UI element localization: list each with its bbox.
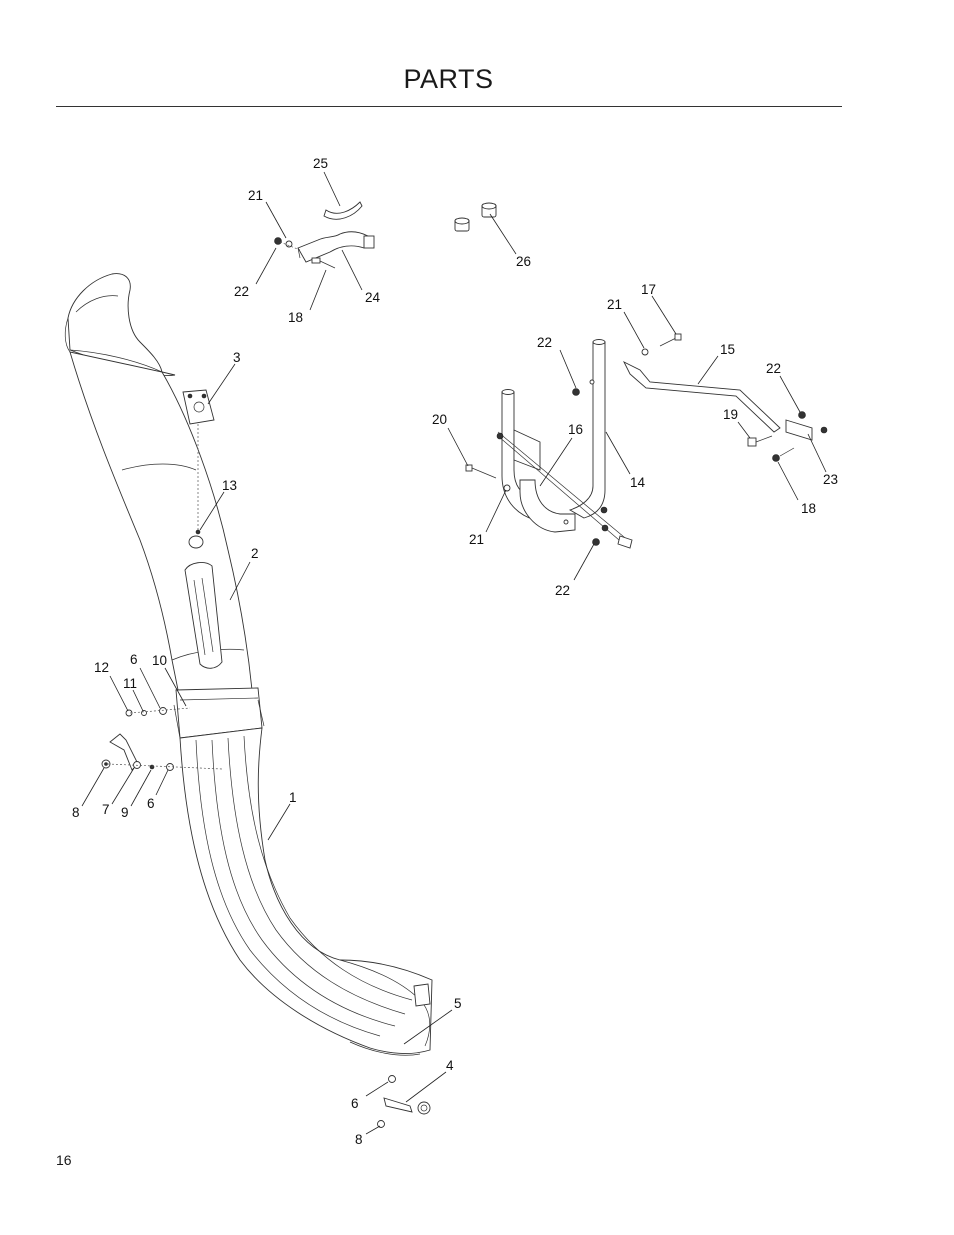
callout-22: 22 [766, 361, 781, 376]
callout-22: 22 [537, 335, 552, 350]
callout-12: 12 [94, 660, 109, 675]
deflector-handle-grip-25 [323, 201, 363, 220]
callout-8: 8 [72, 805, 80, 820]
leader-lines [81, 171, 827, 1135]
callout-8: 8 [355, 1132, 363, 1147]
handle-arm-15 [622, 360, 781, 433]
handle-frame-14-16 [496, 339, 633, 549]
callout-7: 7 [102, 802, 110, 817]
callout-14: 14 [630, 475, 646, 490]
callout-17: 17 [641, 282, 656, 297]
callout-13: 13 [222, 478, 237, 493]
callout-6: 6 [147, 796, 155, 811]
callout-24: 24 [365, 290, 381, 305]
callout-20: 20 [432, 412, 447, 427]
callout-2: 2 [251, 546, 259, 561]
lower-hardware [377, 1075, 431, 1128]
discharge-chute-upper [64, 273, 253, 691]
callout-labels: 25 21 22 18 24 26 3 13 2 12 6 10 11 8 7 … [72, 156, 838, 1147]
callout-9: 9 [121, 805, 129, 820]
callout-10: 10 [152, 653, 167, 668]
callout-4: 4 [446, 1058, 454, 1073]
frame-hardware [465, 333, 828, 525]
callout-19: 19 [723, 407, 738, 422]
callout-15: 15 [720, 342, 735, 357]
callout-21: 21 [469, 532, 484, 547]
callout-3: 3 [233, 350, 241, 365]
callout-26: 26 [516, 254, 531, 269]
callout-18: 18 [801, 501, 816, 516]
title-divider [56, 106, 842, 107]
bracket-hardware [274, 237, 336, 269]
callout-22: 22 [555, 583, 570, 598]
callout-21: 21 [607, 297, 622, 312]
callout-6: 6 [351, 1096, 359, 1111]
callout-25: 25 [313, 156, 328, 171]
callout-23: 23 [823, 472, 838, 487]
page-title: PARTS [403, 64, 494, 94]
bracket-24 [297, 231, 375, 263]
discharge-chute-lower [179, 727, 433, 1056]
callout-6: 6 [130, 652, 138, 667]
chute-side-hardware [101, 707, 223, 771]
callout-16: 16 [568, 422, 583, 437]
callout-5: 5 [454, 996, 462, 1011]
callout-18: 18 [288, 310, 303, 325]
callout-21: 21 [248, 188, 263, 203]
page-number: 16 [56, 1152, 72, 1168]
callout-22: 22 [234, 284, 249, 299]
callout-1: 1 [289, 790, 297, 805]
callout-11: 11 [123, 676, 137, 691]
cap-26 [454, 202, 497, 232]
plate-3 [182, 389, 215, 535]
